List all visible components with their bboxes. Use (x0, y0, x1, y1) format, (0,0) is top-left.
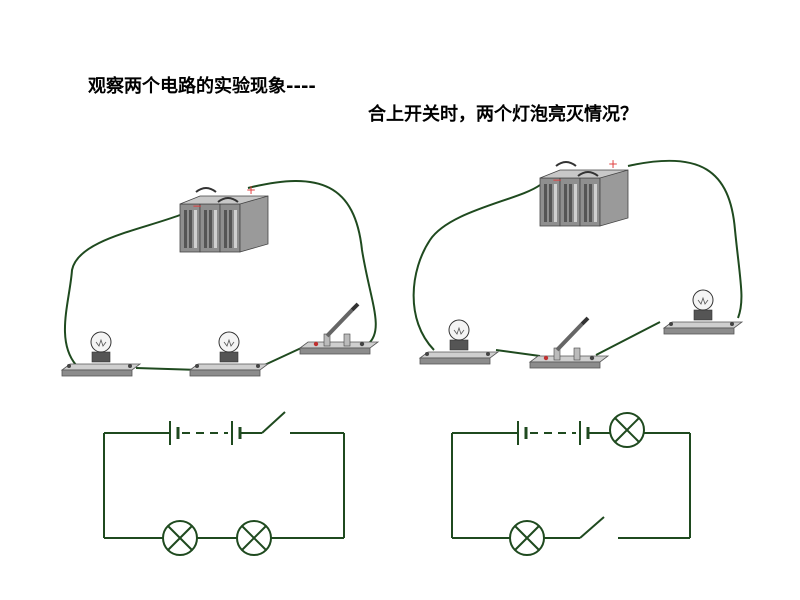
right-schematic (451, 412, 691, 556)
left-battery-minus-sign: − (192, 199, 202, 213)
right-wire-loop (412, 159, 743, 357)
left-battery-plus-sign: + (246, 183, 256, 197)
left-schematic (103, 411, 345, 556)
right-battery-minus-sign: − (552, 173, 562, 187)
title-line-2: 合上开关时，两个灯泡亮灭情况？ (368, 104, 638, 125)
title-line-1: 观察两个电路的实验现象---- (88, 76, 316, 97)
left-lamp-1 (61, 331, 141, 377)
right-schematic-lamp-2-icon (509, 520, 545, 556)
left-schematic-switch-blade (261, 411, 286, 434)
left-physical-circuit: + − (61, 180, 380, 377)
right-battery (539, 161, 629, 227)
right-lamp-2 (663, 289, 743, 335)
left-wire-loop (64, 180, 377, 371)
right-battery-plus-sign: + (608, 157, 618, 171)
left-schematic-lamp-2-icon (236, 520, 272, 556)
left-schematic-lamp-1-icon (162, 520, 198, 556)
right-schematic-lamp-1-icon (609, 412, 645, 448)
left-lamp-2 (189, 331, 269, 377)
right-schematic-switch-blade (579, 516, 605, 539)
right-physical-circuit: + − (412, 157, 743, 370)
left-battery (179, 187, 269, 253)
right-switch (528, 316, 610, 370)
right-lamp-1 (419, 319, 499, 365)
left-switch (298, 302, 380, 356)
